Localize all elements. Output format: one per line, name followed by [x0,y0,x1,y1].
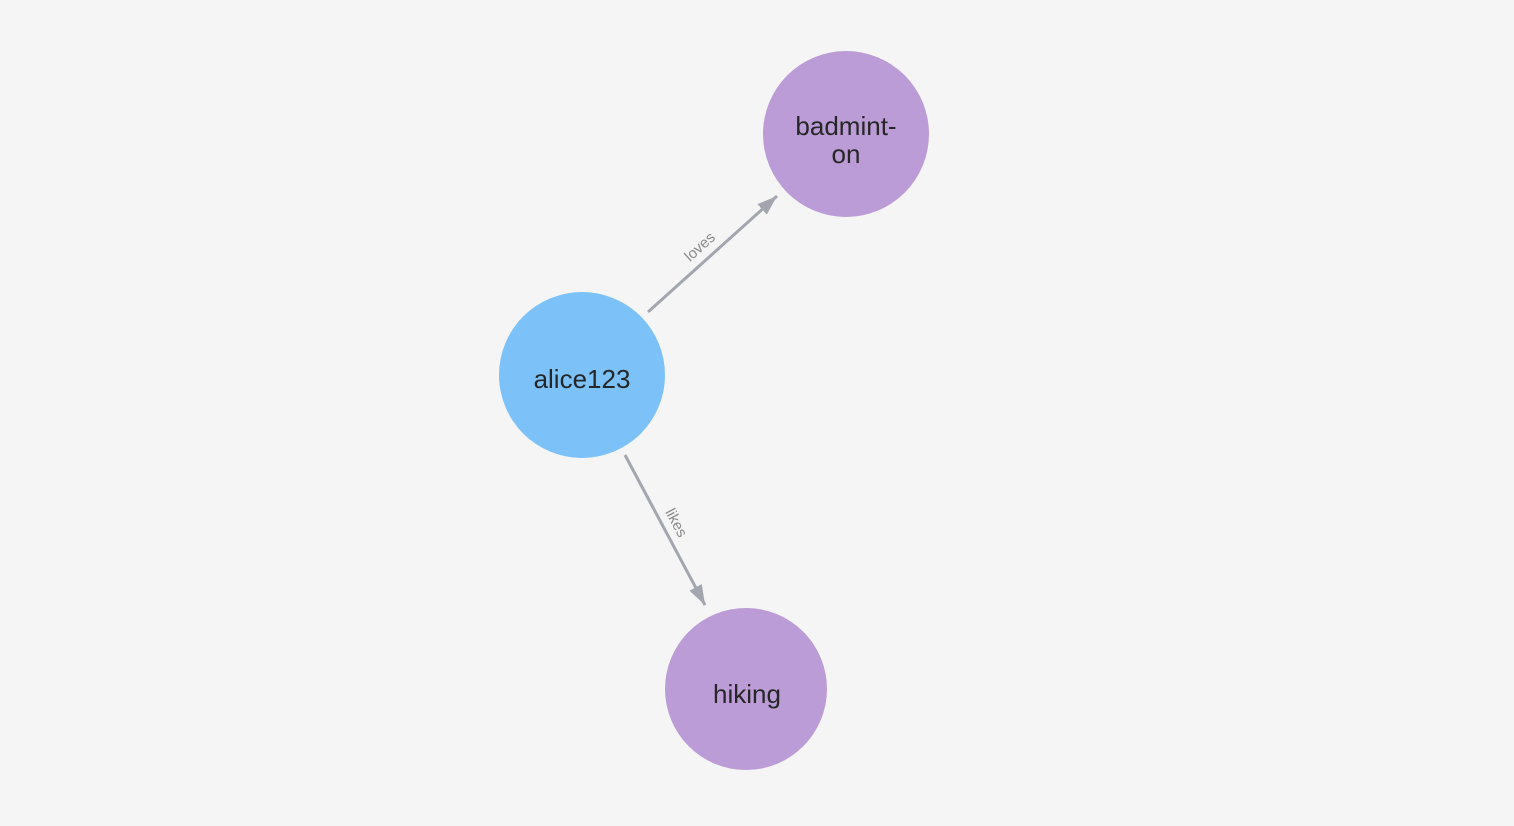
node-hiking[interactable] [665,608,827,770]
node-alice123[interactable] [499,292,665,458]
edge-loves[interactable] [646,194,779,314]
node-badminton[interactable] [763,51,929,217]
edge-likes[interactable] [623,454,707,606]
